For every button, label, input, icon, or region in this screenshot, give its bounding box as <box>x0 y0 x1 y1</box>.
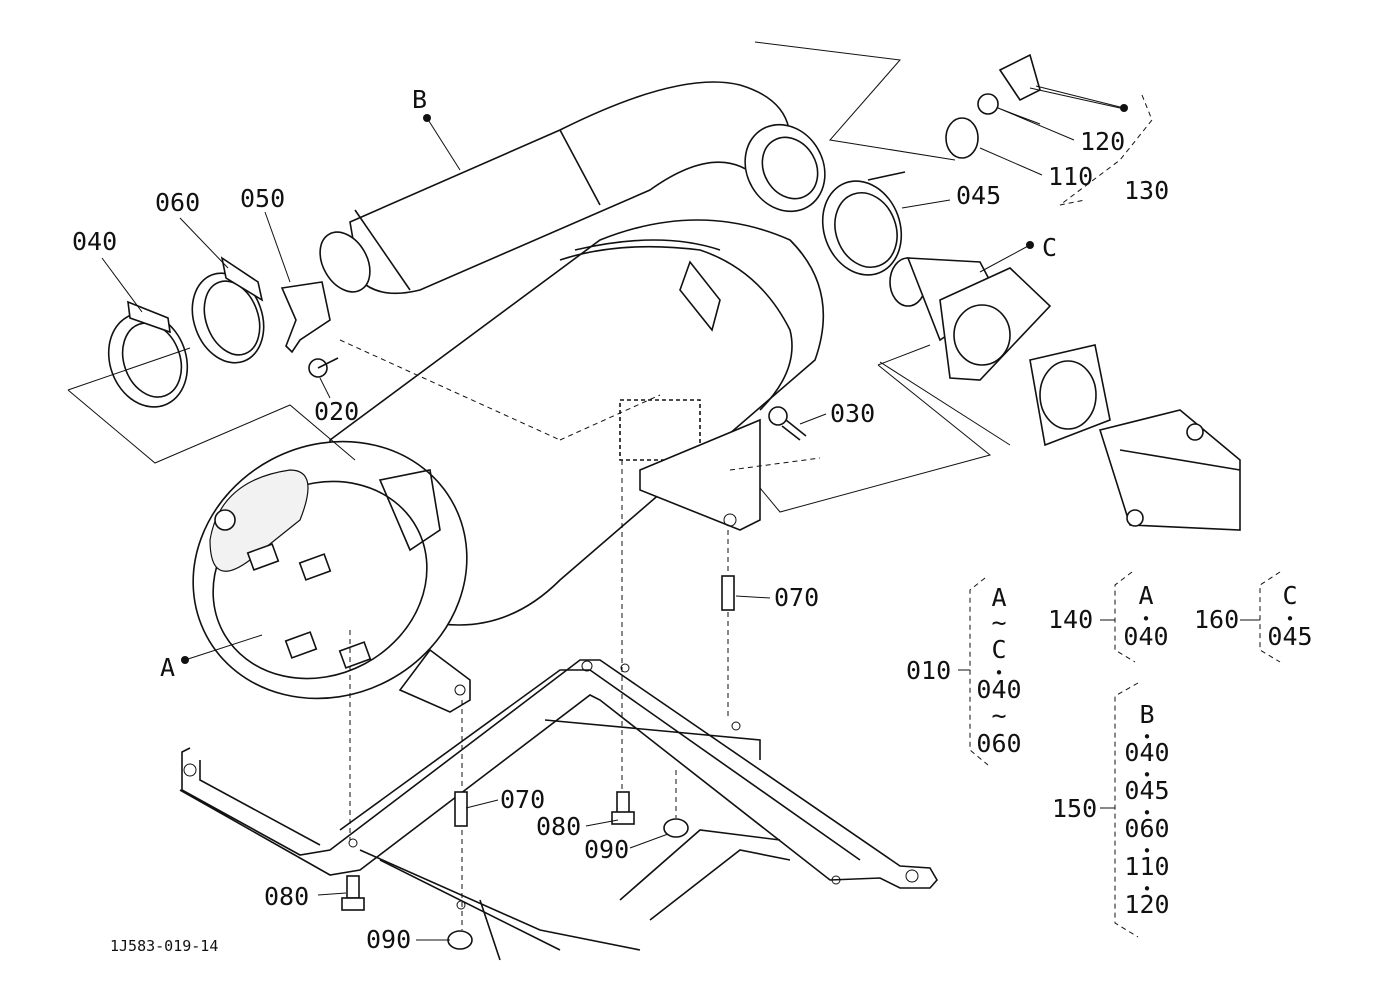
part-label-040: 040 <box>72 227 117 256</box>
ref-label-c: C <box>1042 233 1057 262</box>
group-010-item: 060 <box>976 729 1021 758</box>
reference-labels: B A C <box>160 85 1057 682</box>
part-label-010: 010 <box>906 656 951 685</box>
group-150-item: 040 <box>1124 738 1169 767</box>
group-010-item: ~ <box>991 701 1006 730</box>
part-label-150: 150 <box>1052 794 1097 823</box>
group-brackets <box>958 94 1281 938</box>
clamp-040 <box>107 300 189 408</box>
part-label-090-left: 090 <box>366 925 411 954</box>
group-010-item: C <box>991 635 1006 664</box>
part-label-160: 160 <box>1194 605 1239 634</box>
group-010-item: • <box>994 664 1003 682</box>
part-label-070-left: 070 <box>500 785 545 814</box>
leader-lines <box>101 85 1128 941</box>
part-label-050: 050 <box>240 184 285 213</box>
tail-pipe <box>319 81 826 295</box>
group-150-item: 120 <box>1124 890 1169 919</box>
part-label-030: 030 <box>830 399 875 428</box>
group-140-item: A <box>1138 581 1153 610</box>
part-label-090-center: 090 <box>584 835 629 864</box>
exhaust-connector <box>1098 409 1241 531</box>
stud-070-right <box>721 575 735 611</box>
part-label-120: 120 <box>1080 127 1125 156</box>
group-150-item: • <box>1142 842 1151 860</box>
group-150-list: B • 040 • 045 • 060 • 110 • 120 <box>1124 700 1169 919</box>
part-label-080-center: 080 <box>536 812 581 841</box>
stud-070-left <box>454 791 468 827</box>
group-010-item: 040 <box>976 675 1021 704</box>
part-labels: 040 060 050 020 030 045 120 110 130 070 … <box>72 127 1239 954</box>
group-160-item: C <box>1282 581 1297 610</box>
outlet-pipe-c <box>889 257 1052 381</box>
bolt-080-center <box>611 791 635 825</box>
nut-090-left <box>447 930 473 950</box>
group-160-list: C • 045 <box>1267 581 1312 651</box>
group-150-item: 045 <box>1124 776 1169 805</box>
group-160-item: 045 <box>1267 622 1312 651</box>
bracket-050 <box>280 281 331 354</box>
nut-090-center <box>663 818 689 838</box>
part-label-045: 045 <box>956 181 1001 210</box>
group-150-item: 060 <box>1124 814 1169 843</box>
group-140-item: • <box>1141 610 1150 628</box>
part-label-070-right: 070 <box>774 583 819 612</box>
part-label-060: 060 <box>155 188 200 217</box>
bolt-030 <box>768 406 807 441</box>
gasket <box>1029 344 1111 447</box>
part-label-140: 140 <box>1048 605 1093 634</box>
dpf-muffler-body <box>192 219 825 713</box>
group-140-item: 040 <box>1123 622 1168 651</box>
group-150-item: • <box>1142 766 1151 784</box>
ref-label-b: B <box>412 85 427 114</box>
group-010-list: A ~ C • 040 ~ 060 <box>976 583 1021 758</box>
clamp-060 <box>191 256 265 364</box>
bolt-020 <box>308 357 339 378</box>
group-140-list: A • 040 <box>1123 581 1168 651</box>
group-150-item: • <box>1142 728 1151 746</box>
sensor-110-120 <box>945 53 1041 159</box>
clamp-045 <box>821 171 906 276</box>
group-150-item: • <box>1142 880 1151 898</box>
ref-label-a: A <box>160 653 175 682</box>
drawing-code: 1J583-019-14 <box>110 937 218 955</box>
group-150-item: • <box>1142 804 1151 822</box>
part-label-080-left: 080 <box>264 882 309 911</box>
part-label-110: 110 <box>1048 162 1093 191</box>
bolt-080-left <box>341 875 365 911</box>
group-150-item: B <box>1139 700 1154 729</box>
mounting-frame <box>179 659 938 961</box>
part-label-130: 130 <box>1124 176 1169 205</box>
guide-lines <box>67 41 1121 930</box>
group-150-item: 110 <box>1124 852 1169 881</box>
part-label-020: 020 <box>314 397 359 426</box>
group-010-item: A <box>991 583 1006 612</box>
group-160-item: • <box>1285 610 1294 628</box>
group-010-item: ~ <box>991 608 1006 637</box>
